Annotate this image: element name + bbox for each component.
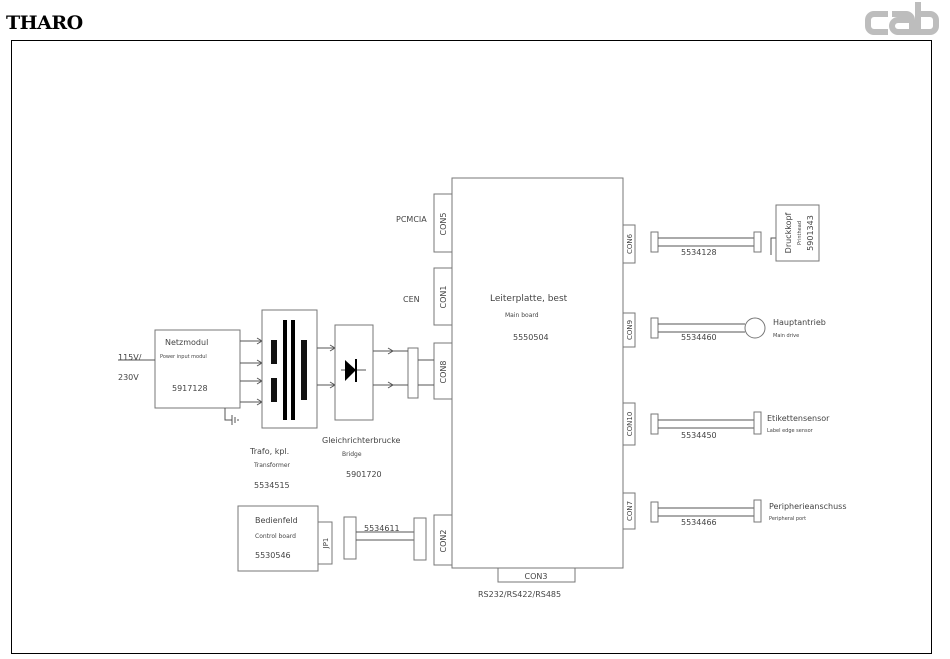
main-drive-motor [744,317,766,339]
tharo-logo: THARO [6,12,83,34]
secondary-winding [301,340,307,400]
printhead-plug-left [650,231,659,253]
con7-label: CON7 [626,501,634,521]
voltage-label-2: 230V [118,373,139,382]
main-board-box [451,177,624,569]
label-sensor-title: Etikettensensor [767,414,830,423]
drawing-frame [11,40,932,654]
con5-label: CON5 [439,213,448,236]
control-board-title: Bedienfeld [255,516,298,525]
bridge-title: Gleichrichterbrucke [322,436,401,445]
main-board-subtitle: Main board [505,312,539,319]
peripheral-plug-right [753,499,762,523]
con2-box [433,514,453,566]
printhead-title: Druckkopf [784,212,793,253]
con5-box [433,193,453,253]
bridge-part: 5901720 [346,470,382,479]
bridge-box [334,324,374,421]
voltage-label-1: 115V/ [118,353,142,362]
primary-winding-2 [271,378,277,402]
transformer-subtitle: Transformer [253,462,291,469]
main-board-title: Leiterplatte, best [490,294,568,304]
con7-box [622,492,636,530]
con2-label: CON2 [439,530,448,553]
printhead-part: 5901343 [806,215,815,251]
printhead-subtitle: Printhead [797,221,803,245]
sensor-plug-left [650,413,659,435]
con10-label: CON10 [626,412,634,437]
transformer-core-left [283,320,287,420]
peripheral-subtitle: Peripheral port [769,516,806,522]
control-cable-plug-right [413,517,427,561]
printhead-cable-part: 5534128 [681,248,717,257]
main-drive-title: Hauptantrieb [773,318,826,327]
printhead-box [775,204,820,262]
con3-label: CON3 [525,572,548,581]
sensor-plug-right [753,411,762,435]
cen-label: CEN [403,295,420,304]
control-board-part: 5530546 [255,551,291,560]
con10-box [622,402,636,446]
main-drive-subtitle: Main drive [773,333,799,339]
rs-ports-label: RS232/RS422/RS485 [478,590,561,599]
con9-label: CON9 [626,320,634,340]
jp1-label: JP1 [322,538,330,550]
pcmcia-label: PCMCIA [396,215,427,224]
control-board-subtitle: Control board [255,533,296,540]
con3-box [497,567,576,583]
con8-label: CON8 [439,361,448,384]
transformer-box [261,309,318,429]
con6-label: CON6 [626,233,634,254]
sensor-cable-part: 5534450 [681,431,717,440]
cab-logo [865,2,939,35]
label-sensor-subtitle: Label edge sensor [767,428,814,434]
power-module-part: 5917128 [172,384,208,393]
printhead-plug-right [753,231,762,253]
peripheral-plug-left [650,501,659,523]
con9-box [622,312,636,348]
transformer-part: 5534515 [254,481,290,490]
peripheral-title: Peripherieanschuss [769,502,847,511]
power-module-box [154,329,241,409]
diode-icon [345,360,356,381]
con1-box [433,267,453,326]
power-arrows [240,337,263,406]
control-cable-part: 5534611 [364,524,400,533]
primary-winding-1 [271,340,277,364]
transformer-title: Trafo, kpl. [249,447,289,456]
power-module-subtitle: Power input modul [160,354,207,360]
con8-box [433,342,453,400]
con6-box [622,224,636,264]
con1-label: CON1 [439,286,448,309]
bridge-subtitle: Bridge [342,451,362,458]
control-board-box [237,505,319,572]
control-cable-plug-left [343,516,357,560]
drive-cable-part: 5534460 [681,333,717,342]
power-module-title: Netzmodul [165,338,208,347]
drive-plug-left [650,317,659,339]
main-board-part: 5550504 [513,333,549,342]
bridge-plug [407,347,419,399]
peripheral-cable-part: 5534466 [681,518,717,527]
transformer-core-right [291,320,295,420]
jp1-box [317,521,333,565]
